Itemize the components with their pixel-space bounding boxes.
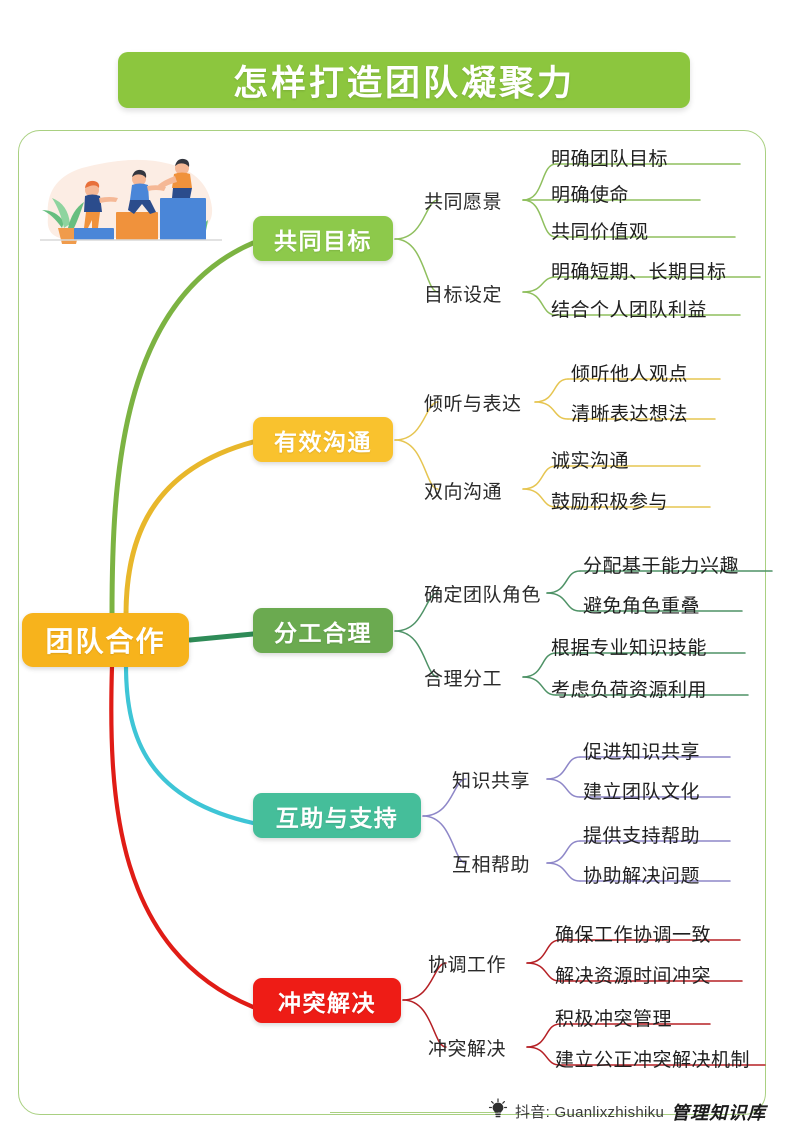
footer-divider bbox=[330, 1112, 498, 1114]
branch-node-2[interactable]: 有效沟通 bbox=[253, 417, 393, 462]
branch-node-5-label: 冲突解决 bbox=[278, 989, 376, 1016]
root-node[interactable]: 团队合作 bbox=[22, 613, 189, 667]
sub-node-3-2[interactable]: 合理分工 bbox=[424, 669, 503, 690]
leaf-4-2-2[interactable]: 协助解决问题 bbox=[583, 866, 701, 887]
main-line-2 bbox=[123, 439, 256, 618]
sub-node-1-2[interactable]: 目标设定 bbox=[424, 285, 503, 306]
sub-node-2-2[interactable]: 双向沟通 bbox=[424, 482, 503, 503]
leaf-4-1-1[interactable]: 促进知识共享 bbox=[583, 742, 701, 763]
footer-brand: 管理知识库 bbox=[671, 1102, 767, 1124]
sub-node-5-1[interactable]: 协调工作 bbox=[428, 955, 507, 976]
leaf-3-2-1[interactable]: 根据专业知识技能 bbox=[551, 638, 708, 659]
branch-node-4[interactable]: 互助与支持 bbox=[253, 793, 421, 838]
leaf-5-2-2[interactable]: 建立公正冲突解决机制 bbox=[555, 1050, 751, 1071]
leaf-5-2-1[interactable]: 积极冲突管理 bbox=[555, 1009, 673, 1030]
leaf-1-1-2[interactable]: 明确使命 bbox=[551, 185, 630, 206]
root-node-label: 团队合作 bbox=[45, 626, 166, 657]
main-line-3 bbox=[187, 631, 256, 643]
page-title-banner: 怎样打造团队凝聚力 bbox=[118, 52, 690, 108]
leaf-3-1-1[interactable]: 分配基于能力兴趣 bbox=[583, 556, 740, 577]
leaf-2-2-1[interactable]: 诚实沟通 bbox=[551, 451, 630, 472]
leaf-1-1-3[interactable]: 共同价值观 bbox=[551, 222, 649, 243]
lightbulb-icon bbox=[488, 1098, 508, 1125]
branch-node-4-label: 互助与支持 bbox=[275, 804, 399, 831]
main-line-5 bbox=[109, 663, 256, 1010]
leaf-2-2-2[interactable]: 鼓励积极参与 bbox=[551, 492, 669, 513]
branch-node-3[interactable]: 分工合理 bbox=[253, 608, 393, 653]
branch-node-3-label: 分工合理 bbox=[274, 619, 372, 646]
main-line-1 bbox=[109, 240, 256, 618]
leaf-5-1-1[interactable]: 确保工作协调一致 bbox=[555, 925, 712, 946]
leaf-4-2-1[interactable]: 提供支持帮助 bbox=[583, 826, 701, 847]
sub-node-4-1[interactable]: 知识共享 bbox=[452, 771, 531, 792]
leaf-1-1-1[interactable]: 明确团队目标 bbox=[551, 149, 669, 170]
leaf-1-2-1[interactable]: 明确短期、长期目标 bbox=[551, 262, 727, 283]
branch-node-1-label: 共同目标 bbox=[274, 227, 372, 254]
sub-node-5-2[interactable]: 冲突解决 bbox=[428, 1039, 507, 1060]
leaf-2-1-1[interactable]: 倾听他人观点 bbox=[571, 364, 689, 385]
leaf-3-2-2[interactable]: 考虑负荷资源利用 bbox=[551, 680, 708, 701]
leaf-5-1-2[interactable]: 解决资源时间冲突 bbox=[555, 966, 712, 987]
sub-node-1-1[interactable]: 共同愿景 bbox=[424, 192, 503, 213]
branch-node-5[interactable]: 冲突解决 bbox=[253, 978, 401, 1023]
page-title: 怎样打造团队凝聚力 bbox=[232, 63, 575, 103]
main-line-4 bbox=[123, 663, 256, 826]
sub-node-4-2[interactable]: 互相帮助 bbox=[452, 855, 531, 876]
footer-platform-note: 抖音: Guanlixzhishiku bbox=[515, 1104, 665, 1121]
teamwork-climbing-steps-illustration bbox=[30, 140, 230, 265]
footer: 抖音: Guanlixzhishiku 管理知识库 bbox=[488, 1098, 766, 1125]
leaf-4-1-2[interactable]: 建立团队文化 bbox=[583, 782, 701, 803]
leaf-1-2-2[interactable]: 结合个人团队利益 bbox=[551, 300, 708, 321]
branch-node-2-label: 有效沟通 bbox=[274, 428, 372, 455]
branch-node-1[interactable]: 共同目标 bbox=[253, 216, 393, 261]
leaf-2-1-2[interactable]: 清晰表达想法 bbox=[571, 404, 689, 425]
sub-node-3-1[interactable]: 确定团队角色 bbox=[424, 585, 542, 606]
leaf-3-1-2[interactable]: 避免角色重叠 bbox=[583, 596, 701, 617]
sub-node-2-1[interactable]: 倾听与表达 bbox=[424, 394, 522, 415]
